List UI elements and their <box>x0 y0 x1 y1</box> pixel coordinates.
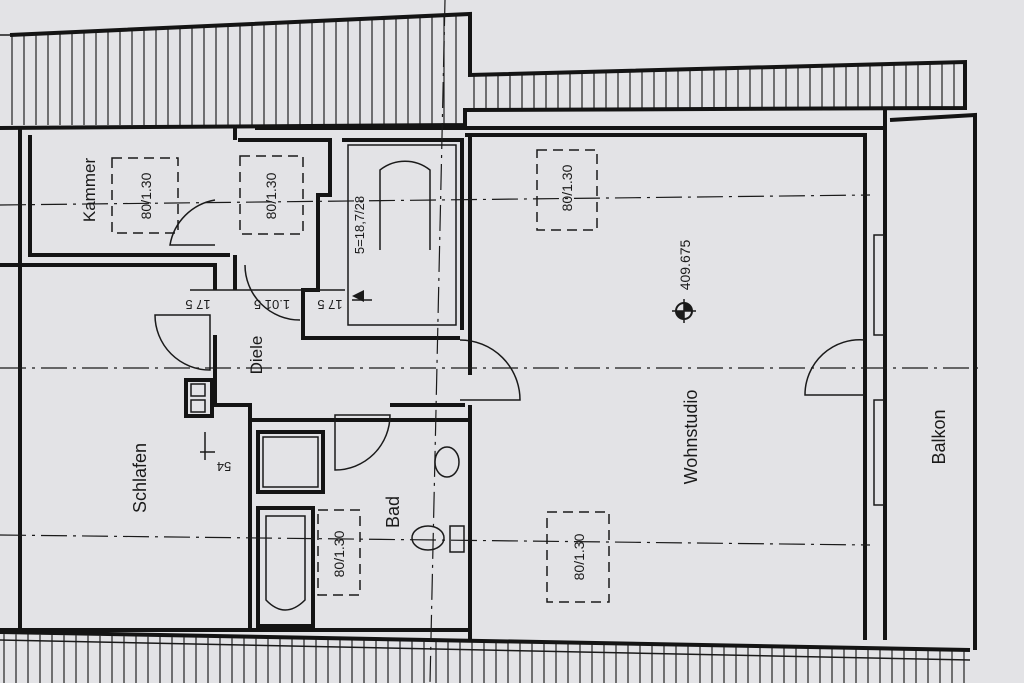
walls <box>0 110 977 650</box>
room-label-schlafen: Schlafen <box>130 443 150 513</box>
room-label-kammer: Kammer <box>80 158 99 223</box>
window-size-label: 80/1.30 <box>138 172 154 219</box>
window-size-label: 80/1.30 <box>263 172 279 219</box>
room-label-balkon: Balkon <box>929 409 949 464</box>
elevation-label: 409.675 <box>677 239 693 290</box>
dimension-label: 17 5 <box>185 297 210 312</box>
window-markers <box>111 149 610 603</box>
dimension-lines <box>190 289 345 460</box>
stair-label: 5=18,7/28 <box>352 196 367 254</box>
window-size-label: 80/1.30 <box>559 164 575 211</box>
window-size-label: 80/1.30 <box>571 533 587 580</box>
elevation-marker-icon <box>672 299 696 323</box>
dimension-label: 1.01 5 <box>254 297 290 312</box>
staircase <box>347 144 457 326</box>
room-label-wohnstudio: Wohnstudio <box>681 390 701 485</box>
dimension-label: 54 <box>217 459 231 474</box>
roof-hatching-top <box>11 14 955 125</box>
room-label-bad: Bad <box>383 496 403 528</box>
doors <box>154 199 866 471</box>
roof-outlines <box>0 11 971 661</box>
axis-lines <box>0 0 980 683</box>
room-label-diele: Diele <box>247 336 266 375</box>
window-size-label: 80/1.30 <box>331 530 347 577</box>
dimension-label: 17 5 <box>317 297 342 312</box>
balcony-windows <box>873 234 885 506</box>
bathroom-fixtures <box>184 378 465 628</box>
